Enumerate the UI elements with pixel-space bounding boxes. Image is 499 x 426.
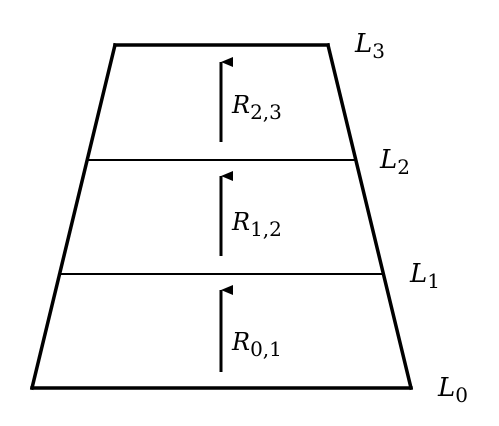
right-edge: [325, 42, 414, 391]
level-label-l3: L3: [354, 29, 385, 63]
arrow-label-r01: R0,1: [231, 328, 282, 361]
level-label-l1: L1: [409, 259, 440, 293]
arrow-label-r12: R1,2: [231, 208, 282, 241]
level-label-l0: L0: [437, 373, 468, 407]
arrow-label-r23: R2,3: [231, 91, 282, 124]
left-edge: [29, 42, 118, 391]
level-label-l2: L2: [379, 145, 410, 179]
